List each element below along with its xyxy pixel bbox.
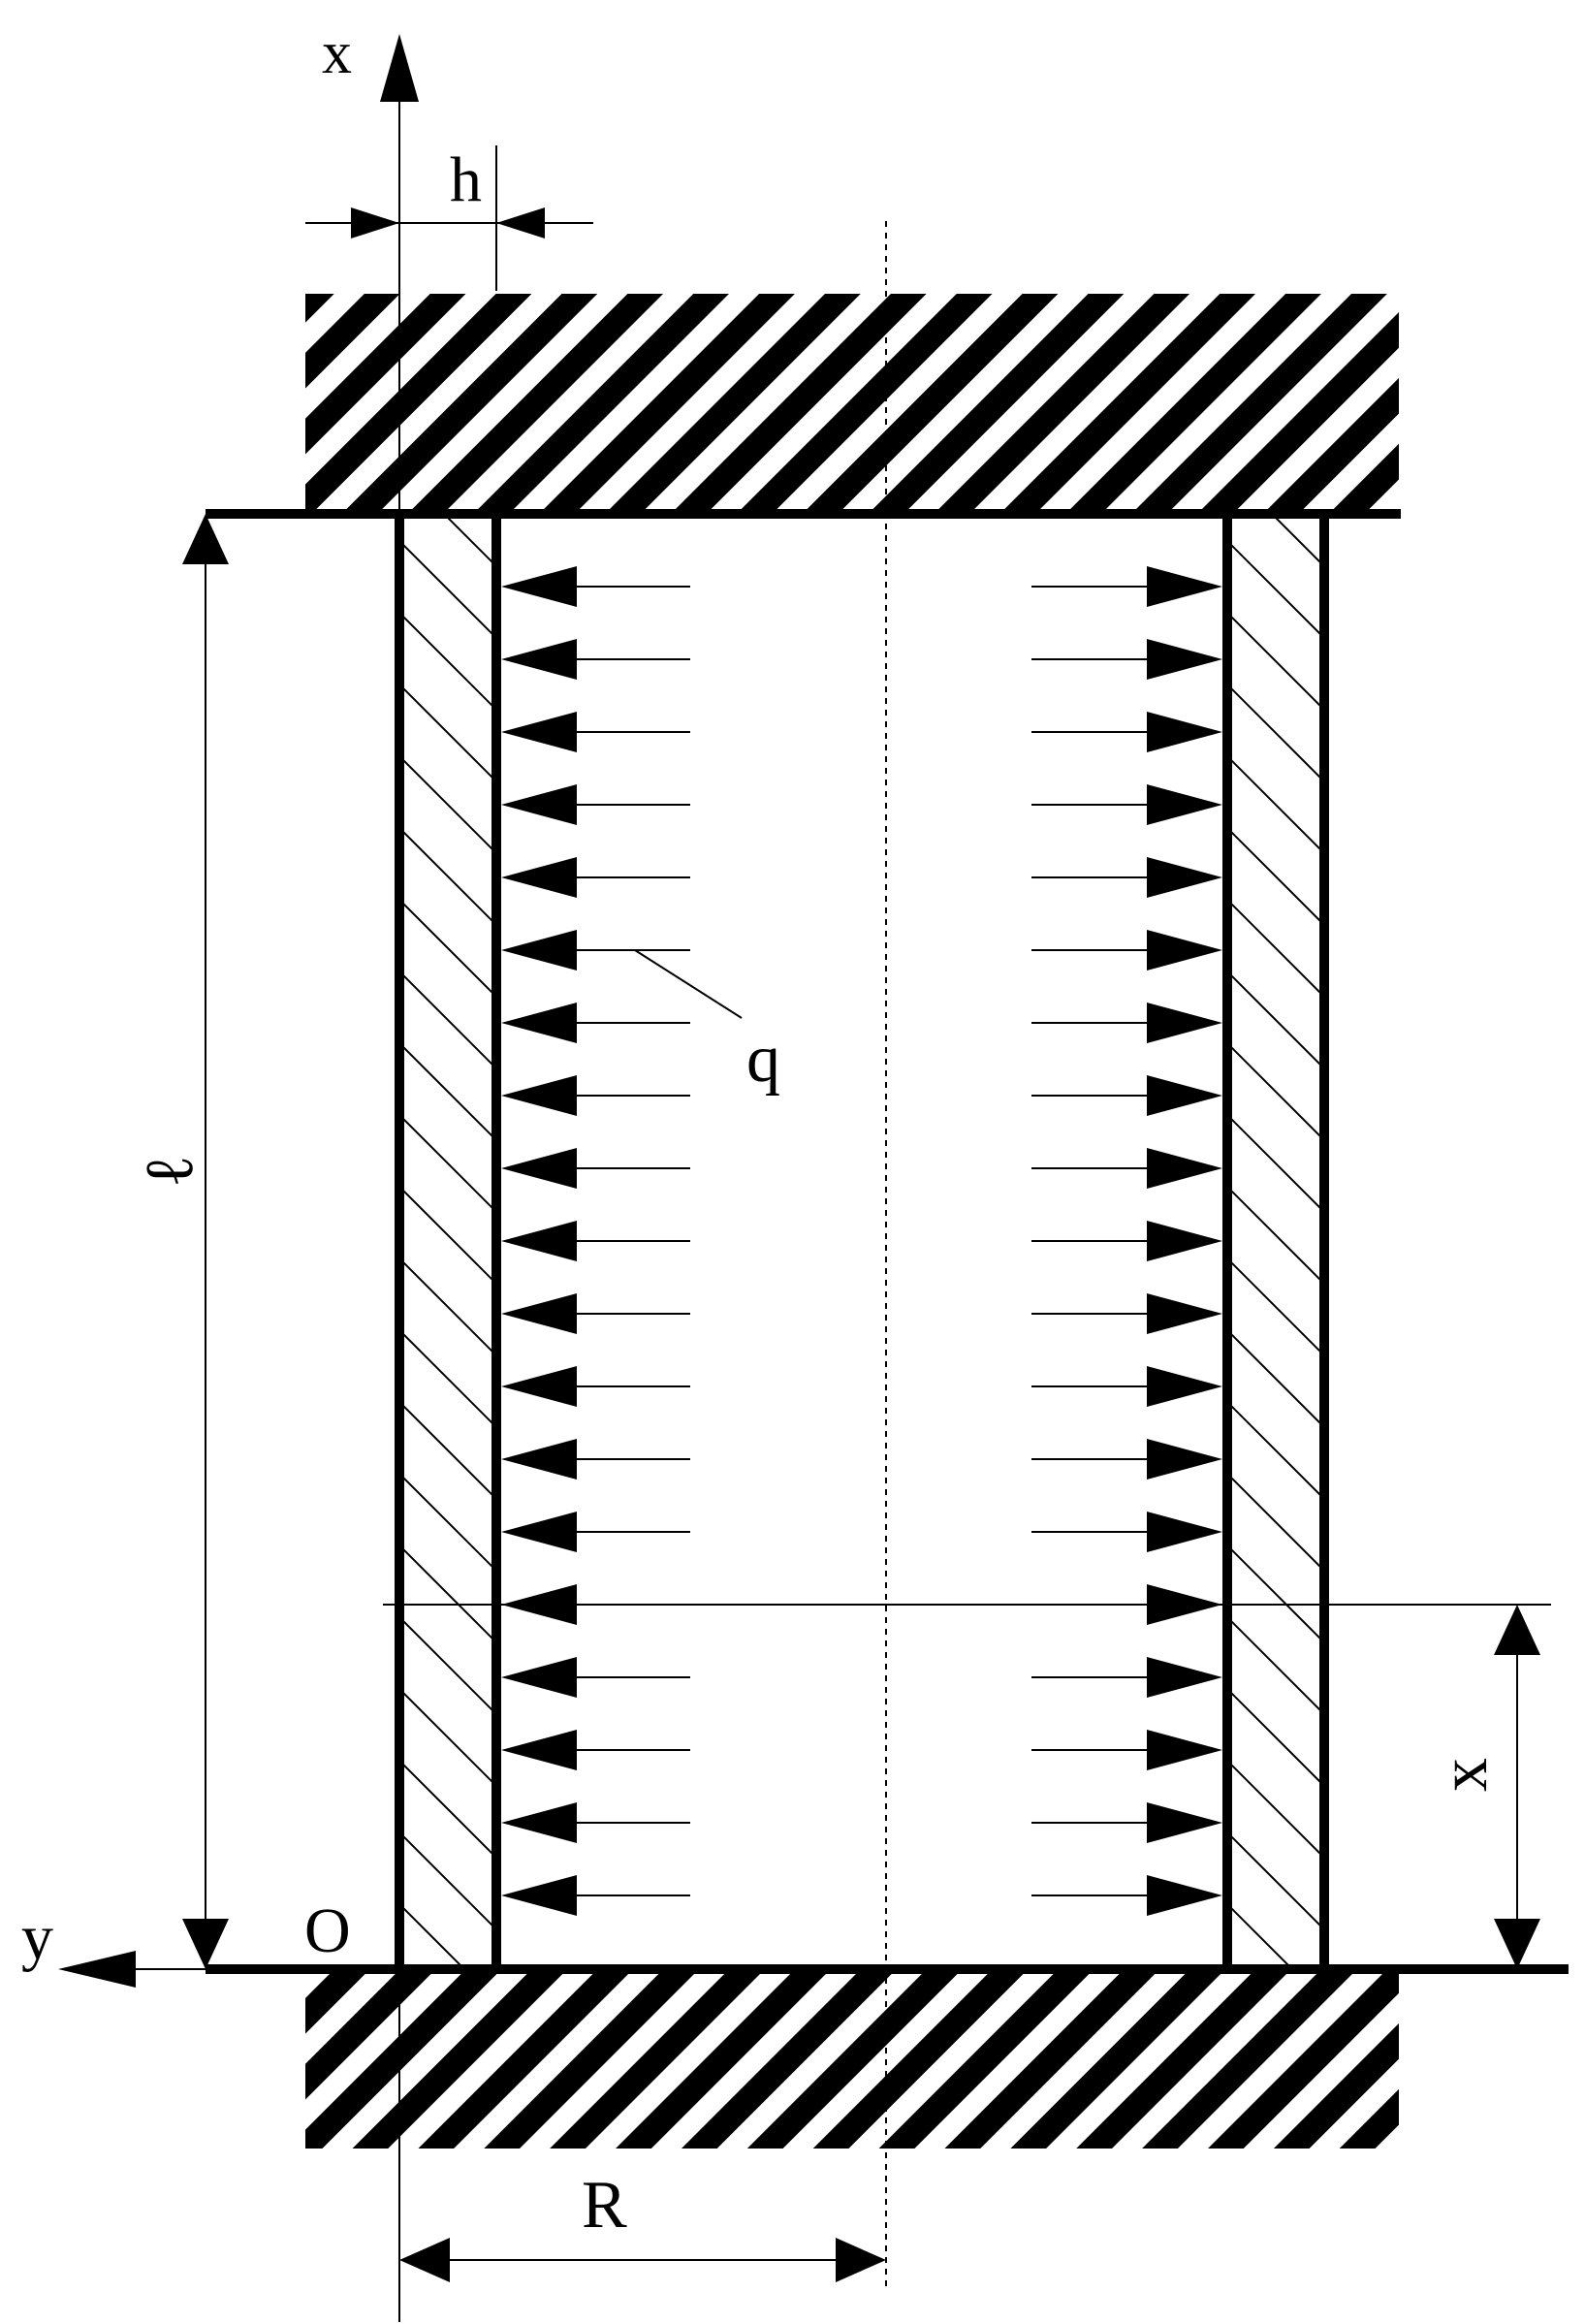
wall-hatch-line <box>1227 1760 1324 1859</box>
load-arrowhead-right <box>1147 1366 1222 1407</box>
load-arrowhead-left <box>501 1512 577 1552</box>
wall-hatch-line <box>1227 1329 1324 1428</box>
load-arrowhead-left <box>501 930 577 971</box>
wall-hatch-line <box>399 1616 496 1715</box>
wall-hatch-line <box>399 1831 496 1930</box>
wall-hatch-line <box>399 971 496 1069</box>
wall-hatch-line <box>399 1688 496 1787</box>
wall-hatch-line <box>399 1544 496 1643</box>
wall-hatch-line <box>1227 612 1324 711</box>
wall-hatch-line <box>399 1186 496 1285</box>
load-arrowhead-left <box>501 1148 577 1189</box>
load-arrows <box>501 566 1222 1916</box>
load-arrowhead-right <box>1147 1221 1222 1261</box>
load-arrowhead-right <box>1147 1439 1222 1480</box>
position-dimension <box>1494 1605 1540 1969</box>
wall-hatch-line <box>1227 1688 1324 1787</box>
load-arrowhead-left <box>501 784 577 825</box>
load-label: q <box>746 1022 780 1097</box>
load-arrowhead-right <box>1147 1148 1222 1189</box>
wall-hatch-line <box>399 540 496 639</box>
radius-dimension <box>399 2238 886 2282</box>
wall-hatch-line <box>1227 684 1324 782</box>
top-support <box>305 294 1399 514</box>
wall-hatch-line <box>1227 540 1324 639</box>
load-arrowhead-right <box>1147 784 1222 825</box>
load-arrowhead-right <box>1147 857 1222 898</box>
wall-hatch-line <box>1227 1258 1324 1356</box>
load-arrowhead-left <box>501 857 577 898</box>
wall-hatch-line <box>1227 1616 1324 1715</box>
y-axis-arrowhead <box>58 1951 136 1988</box>
wall-hatch-line <box>399 1473 496 1572</box>
y-axis-label: y <box>21 1902 53 1973</box>
origin-label: O <box>304 1895 351 1966</box>
wall-hatch-line <box>399 899 496 998</box>
load-arrowhead-right <box>1147 1657 1222 1698</box>
wall-hatch-line <box>399 1042 496 1141</box>
right-wall-hatch <box>1227 517 1324 1969</box>
wall-hatch-line <box>399 827 496 926</box>
load-arrowhead-left <box>501 1875 577 1916</box>
wall-hatch-line <box>1227 1831 1324 1930</box>
load-arrowhead-right <box>1147 712 1222 752</box>
left-wall-hatch <box>399 517 496 1969</box>
wall-hatch-line <box>399 1329 496 1428</box>
load-arrowhead-left <box>501 1366 577 1407</box>
x-axis-label: x <box>322 20 352 86</box>
wall-hatch-line <box>1227 1186 1324 1285</box>
load-arrowhead-left <box>501 1293 577 1334</box>
wall-hatch-line <box>1227 899 1324 998</box>
wall-hatch-line <box>399 612 496 711</box>
load-arrowhead-left <box>501 639 577 680</box>
load-arrowhead-left <box>501 1221 577 1261</box>
load-arrowhead-left <box>501 712 577 752</box>
load-leader-line <box>634 949 743 1019</box>
load-arrowhead-left <box>501 1075 577 1116</box>
thickness-label: h <box>450 144 482 215</box>
x-axis-arrowhead <box>380 34 419 102</box>
load-arrowhead-right <box>1147 639 1222 680</box>
load-arrowhead-right <box>1147 1293 1222 1334</box>
wall-hatch-line <box>1227 1903 1294 1969</box>
load-arrowhead-right <box>1147 1512 1222 1552</box>
load-arrowhead-left <box>501 1657 577 1698</box>
load-arrowhead-right <box>1147 930 1222 971</box>
load-arrowhead-right <box>1147 1730 1222 1770</box>
wall-hatch-line <box>399 1258 496 1356</box>
bottom-support <box>305 1971 1399 2149</box>
load-arrowhead-left <box>501 1802 577 1843</box>
wall-hatch-line <box>1227 827 1324 926</box>
load-arrowhead-left <box>501 1730 577 1770</box>
wall-hatch-line <box>399 684 496 782</box>
load-arrowhead-right <box>1147 566 1222 607</box>
load-arrowhead-right <box>1147 1075 1222 1116</box>
wall-hatch-line <box>399 1114 496 1213</box>
wall-hatch-line <box>1227 1401 1324 1500</box>
thickness-dimension <box>305 145 593 291</box>
wall-hatch-line <box>1227 1473 1324 1572</box>
wall-hatch-line <box>399 1760 496 1859</box>
wall-hatch-line <box>1227 1114 1324 1213</box>
position-label: x <box>1427 1758 1502 1792</box>
wall-hatch-line <box>1227 1544 1324 1643</box>
wall-hatch-line <box>1227 1042 1324 1141</box>
wall-hatch-line <box>399 755 496 854</box>
wall-hatch-line <box>1227 755 1324 854</box>
load-arrowhead-right <box>1147 1802 1222 1843</box>
load-arrowhead-left <box>501 1439 577 1480</box>
wall-hatch-line <box>399 1401 496 1500</box>
radius-label: R <box>582 2168 627 2243</box>
wall-hatch-line <box>399 1903 466 1969</box>
wall-hatch-line <box>1227 971 1324 1069</box>
load-arrowhead-right <box>1147 1003 1222 1043</box>
load-arrowhead-right <box>1147 1875 1222 1916</box>
load-arrowhead-left <box>501 566 577 607</box>
length-label: ℓ <box>133 1155 207 1188</box>
length-dimension <box>182 514 229 1969</box>
load-arrowhead-left <box>501 1003 577 1043</box>
